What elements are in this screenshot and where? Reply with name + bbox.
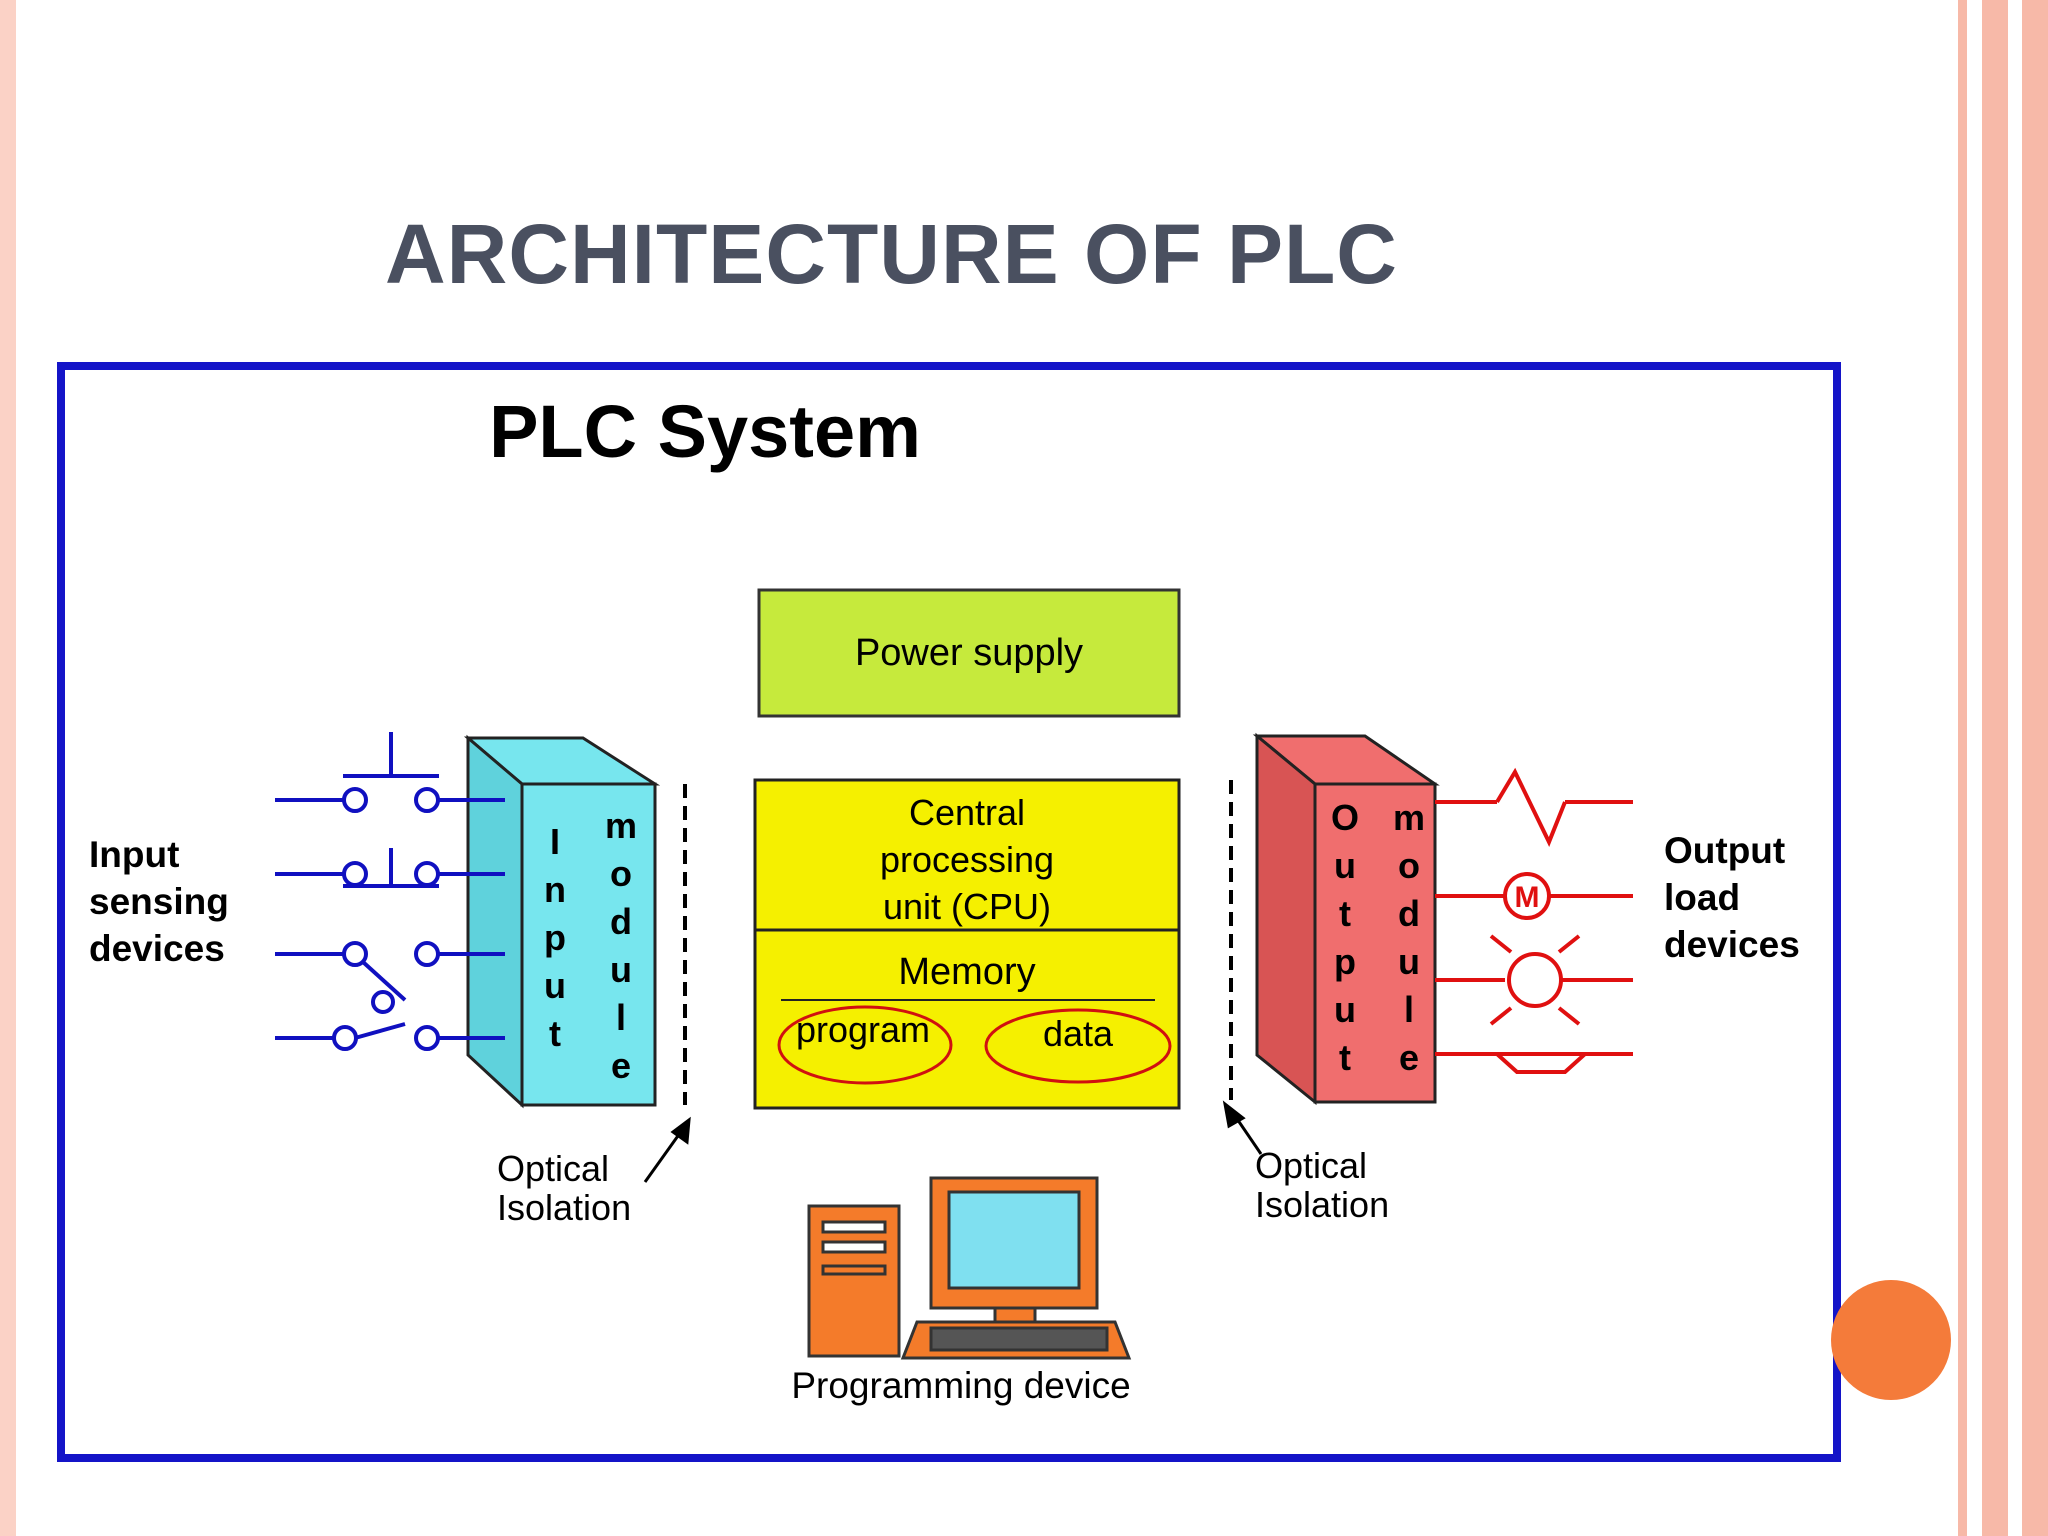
programming-device-label: Programming device	[791, 1365, 1130, 1406]
data-oval	[984, 1008, 1172, 1084]
cpu-label-line1: Central	[909, 792, 1025, 833]
output-wires	[1435, 767, 1633, 1074]
module-letter: d	[610, 901, 632, 942]
computer-screen	[947, 1190, 1081, 1290]
switch-icon	[275, 1022, 505, 1051]
module-letter: p	[1334, 941, 1356, 982]
output-devices-line3: devices	[1664, 924, 1800, 965]
module-letter: u	[1334, 845, 1356, 886]
optical-isolation-right-line2: Isolation	[1255, 1184, 1389, 1225]
memory-data-label: data	[1043, 1013, 1114, 1054]
module-letter: n	[544, 869, 566, 910]
input-module-side	[466, 734, 524, 1109]
module-letter: m	[605, 805, 637, 846]
output-devices-line1: Output	[1664, 830, 1785, 871]
module-letter: l	[616, 997, 626, 1038]
output-module-side	[1255, 732, 1317, 1106]
optical-isolation-right-arrow	[1222, 1100, 1263, 1155]
module-letter: e	[611, 1045, 631, 1086]
plc-diagram: PLC System Power supply Central processi…	[89, 390, 1800, 1406]
input-module-front	[520, 782, 657, 1107]
diagram-title: PLC System	[489, 390, 921, 473]
module-letter: I	[550, 821, 560, 862]
horn-icon	[1435, 1052, 1633, 1074]
limit-switch-icon	[275, 941, 505, 1014]
module-letter: o	[610, 853, 632, 894]
module-letter: m	[1393, 797, 1425, 838]
motor-icon	[1435, 872, 1633, 920]
optical-isolation-left-line2: Isolation	[497, 1187, 631, 1228]
module-letter: l	[1404, 989, 1414, 1030]
module-letter: u	[1334, 989, 1356, 1030]
module-letter: u	[1398, 941, 1420, 982]
module-letter: p	[544, 917, 566, 958]
memory-label: Memory	[898, 951, 1035, 993]
pushbutton-no-icon	[275, 732, 505, 813]
slide-title: ARCHITECTURE OF PLC	[385, 207, 1398, 301]
module-letter: o	[1398, 845, 1420, 886]
computer-icon	[807, 1176, 1132, 1360]
module-letter: O	[1331, 797, 1359, 838]
output-module-word-output: Output	[1331, 797, 1359, 1078]
optical-isolation-left-arrow	[643, 1116, 691, 1183]
cpu-label-line3: unit (CPU)	[883, 886, 1051, 927]
power-supply-box	[757, 588, 1181, 718]
motor-symbol: M	[1515, 881, 1540, 914]
input-module-word-input: Input	[544, 821, 566, 1054]
decor-stripe-left	[0, 0, 16, 1536]
module-letter: d	[1398, 893, 1420, 934]
cpu-box	[753, 778, 1181, 932]
optical-isolation-right-line1: Optical	[1255, 1145, 1367, 1186]
heater-icon	[1435, 767, 1633, 847]
memory-program-label: program	[796, 1009, 930, 1050]
decor-stripe-2	[1982, 0, 2008, 1536]
module-letter: e	[1399, 1037, 1419, 1078]
power-supply-label: Power supply	[855, 632, 1083, 674]
output-devices-line2: load	[1664, 877, 1740, 918]
decor-stripe-3	[2022, 0, 2048, 1536]
input-devices-line2: sensing	[89, 881, 229, 922]
pushbutton-nc-icon	[275, 848, 505, 888]
input-devices-line3: devices	[89, 928, 225, 969]
input-devices-line1: Input	[89, 834, 179, 875]
module-letter: t	[1339, 1037, 1351, 1078]
module-letter: u	[610, 949, 632, 990]
module-letter: t	[549, 1013, 561, 1054]
diagram-frame: PLC System Power supply Central processi…	[57, 362, 1841, 1462]
decor-stripe-1	[1958, 0, 1967, 1536]
optical-isolation-left-line1: Optical	[497, 1148, 609, 1189]
cpu-label-line2: processing	[880, 839, 1054, 880]
input-wires	[275, 732, 505, 1051]
module-letter: t	[1339, 893, 1351, 934]
output-module-front	[1313, 782, 1437, 1104]
lamp-icon	[1435, 934, 1633, 1026]
decor-circle	[1831, 1280, 1951, 1400]
module-letter: u	[544, 965, 566, 1006]
program-oval	[777, 1005, 953, 1085]
